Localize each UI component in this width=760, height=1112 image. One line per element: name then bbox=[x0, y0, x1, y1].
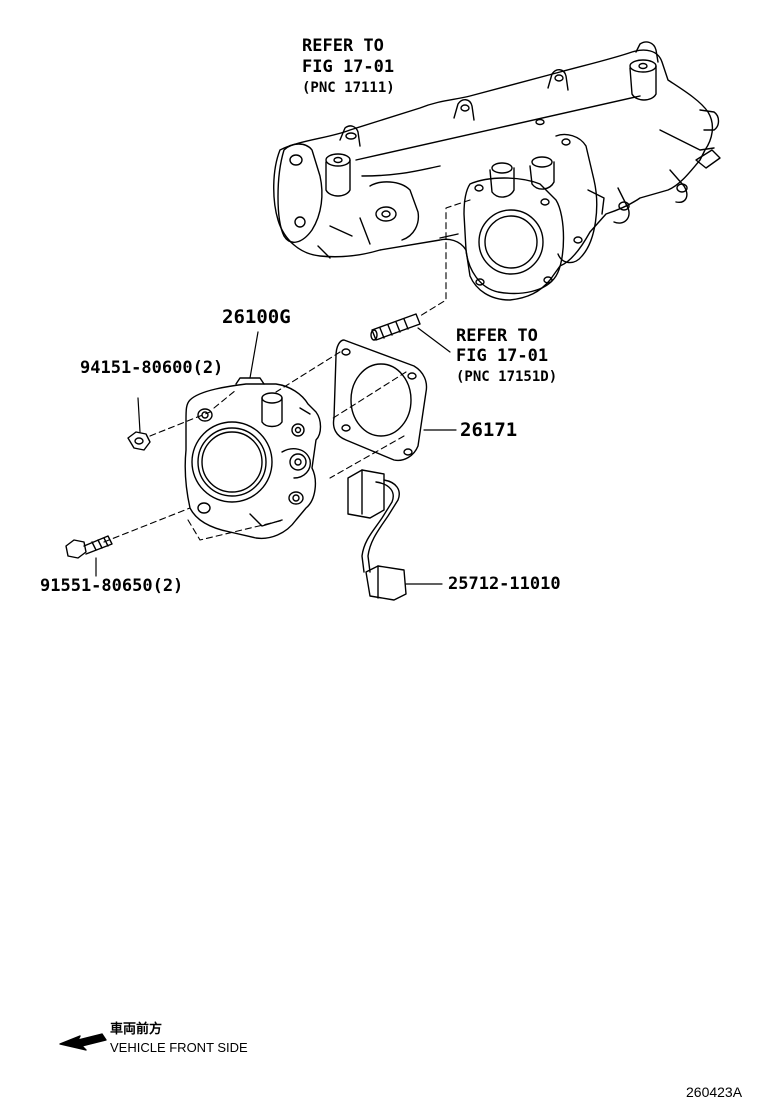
part-number-bolt: 91551-80650(2) bbox=[40, 576, 184, 596]
manifold-ref-line3: (PNC 17111) bbox=[302, 80, 395, 96]
stud-ref-line3: (PNC 17151D) bbox=[456, 369, 558, 385]
part-number-nut: 94151-80600(2) bbox=[80, 358, 224, 378]
bolt-drawing bbox=[65, 535, 113, 559]
manifold-ref-line1: REFER TO bbox=[302, 36, 384, 56]
vehicle-front-arrow bbox=[59, 1033, 107, 1051]
assembly-guide-lines bbox=[103, 199, 471, 543]
manifold-ref-line2: FIG 17-01 bbox=[302, 57, 395, 77]
part-number-gasket: 26171 bbox=[460, 419, 518, 441]
front-side-label-jp: 車両前方 bbox=[110, 1021, 163, 1036]
stud-ref-line1: REFER TO bbox=[456, 326, 538, 346]
leader-lines bbox=[95, 327, 457, 585]
nut-drawing bbox=[127, 431, 151, 451]
gasket-drawing bbox=[332, 339, 428, 462]
part-number-throttle-body: 26100G bbox=[222, 306, 291, 328]
figure-id: 260423A bbox=[686, 1084, 743, 1100]
throttle-body-drawing bbox=[184, 377, 322, 540]
part-number-harness: 25712-11010 bbox=[448, 574, 561, 594]
harness-drawing bbox=[347, 469, 407, 601]
intake-manifold-drawing bbox=[273, 41, 721, 301]
stud-drawing bbox=[370, 313, 421, 341]
front-side-label-en: VEHICLE FRONT SIDE bbox=[110, 1040, 248, 1055]
stud-ref-line2: FIG 17-01 bbox=[456, 346, 549, 366]
